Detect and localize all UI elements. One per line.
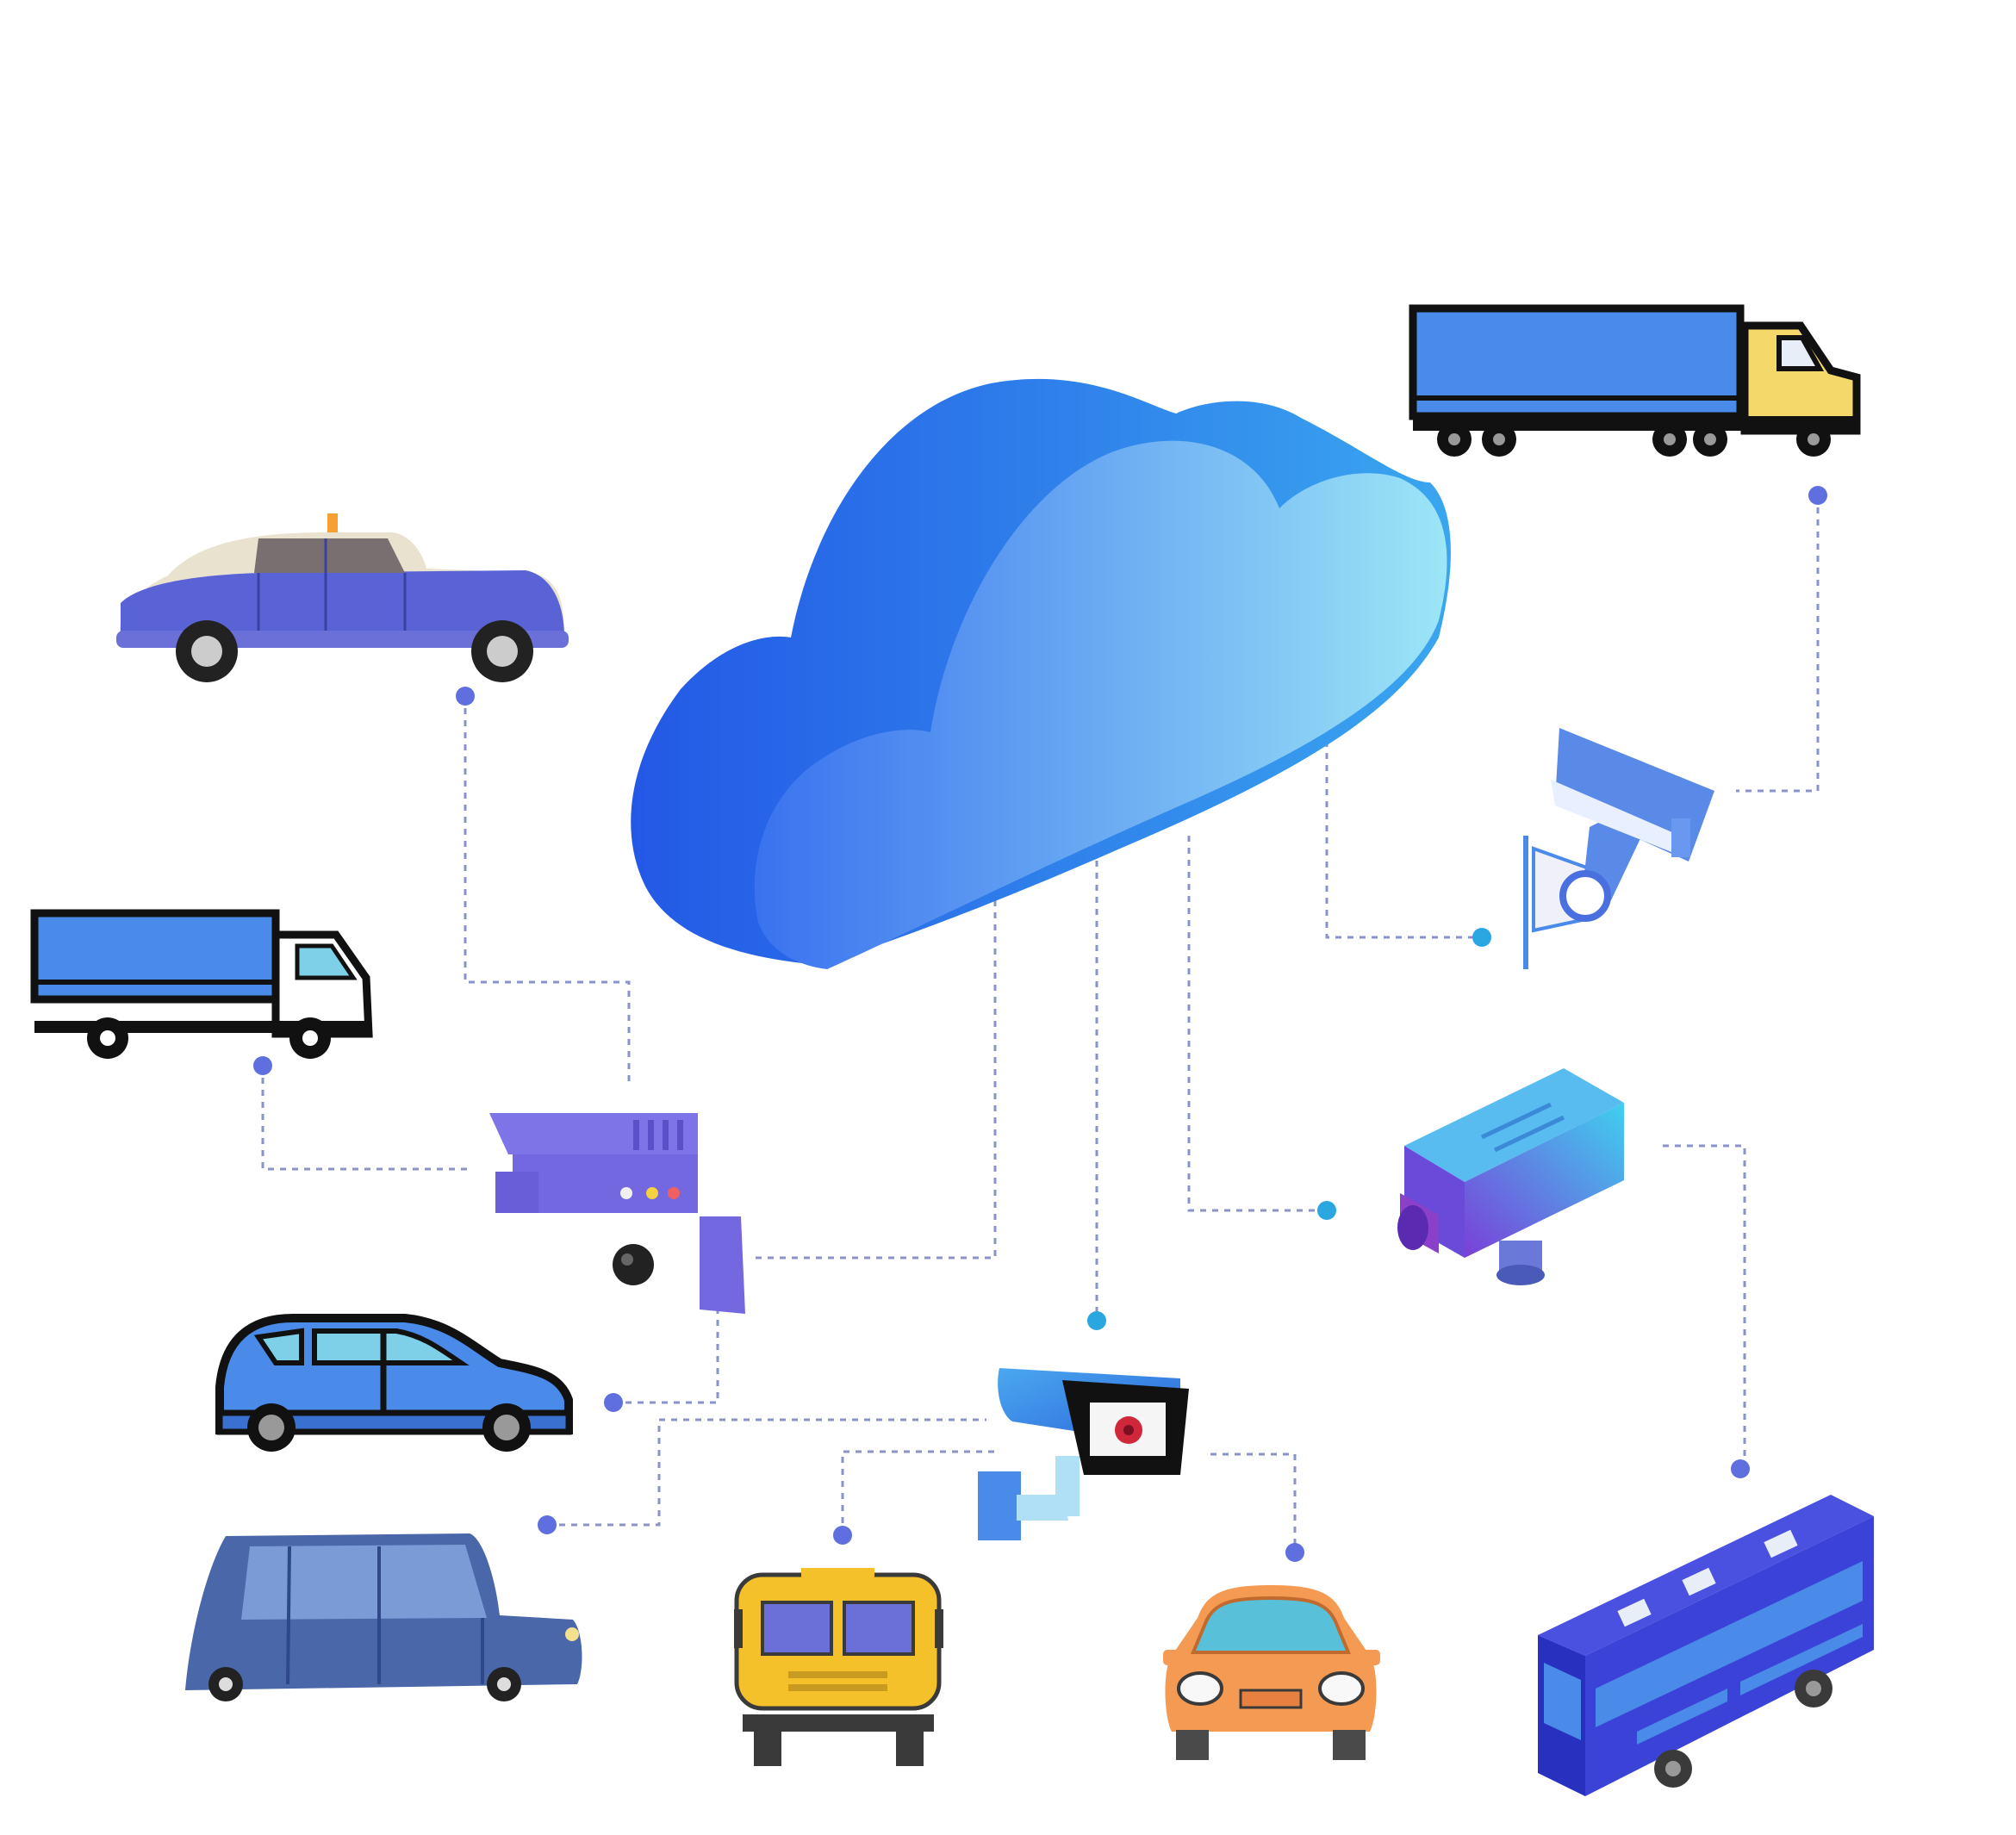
link-semi-truck [1736, 495, 1820, 793]
van-icon [185, 1533, 582, 1701]
box-truck-icon [30, 909, 373, 1059]
school-bus-icon [734, 1568, 943, 1766]
node-semi-truck [1808, 486, 1827, 505]
link-wall-camera [1325, 741, 1482, 939]
semi-truck-icon [1409, 304, 1861, 457]
node-double-decker [1731, 1459, 1750, 1478]
ptz-camera-icon [489, 1113, 745, 1314]
node-orange-car [1285, 1543, 1304, 1562]
node-van [538, 1515, 557, 1534]
node-hatchback [604, 1393, 623, 1412]
node-iso-camera [1317, 1201, 1336, 1220]
cloud-front [754, 440, 1447, 969]
connection-lines [261, 495, 1820, 1552]
link-taxi [464, 696, 631, 1081]
link-van [547, 1418, 986, 1527]
orange-car-icon [1163, 1585, 1380, 1760]
hatchback-car-icon [215, 1314, 573, 1452]
cloud-icon [631, 378, 1451, 969]
link-school-bus [841, 1450, 999, 1535]
wall-camera-icon [1523, 728, 1714, 969]
node-wall-camera [1472, 928, 1491, 947]
iso-camera-icon [1397, 1068, 1624, 1285]
node-box-truck [253, 1056, 272, 1075]
taxi-icon [116, 513, 569, 682]
link-box-truck [261, 1066, 470, 1171]
link-dome-camera [750, 900, 997, 1260]
node-dome-camera-top [1087, 1311, 1106, 1330]
node-taxi [456, 687, 475, 706]
link-double-decker [1663, 1144, 1746, 1469]
bus-icon [1538, 1495, 1874, 1796]
link-iso-camera [1187, 836, 1327, 1212]
link-orange-car [1210, 1452, 1297, 1552]
dome-camera-icon [978, 1368, 1189, 1540]
node-school-bus [833, 1526, 852, 1545]
